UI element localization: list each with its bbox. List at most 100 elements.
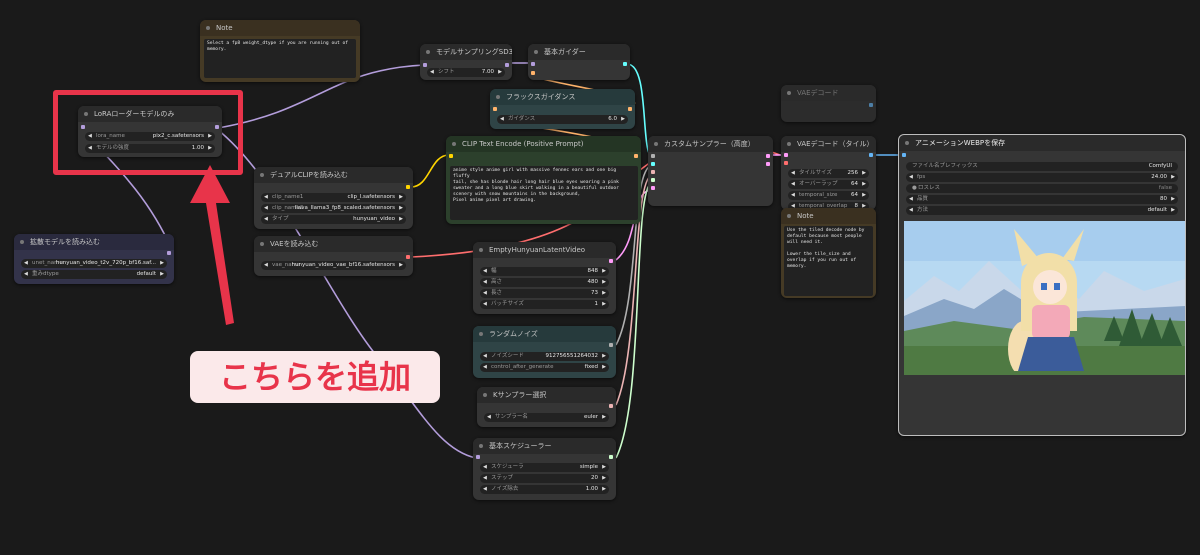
node-title: Kサンプラー選択 — [477, 387, 616, 403]
node-title: アニメーションWEBPを保存 — [899, 135, 1185, 151]
prompt-textarea[interactable]: anime style anime girl with massive fenn… — [450, 166, 638, 220]
annotation-highlight-box — [53, 90, 243, 175]
annotation-arrow-icon — [190, 165, 234, 325]
node-title: Note — [781, 208, 876, 224]
node-title: 基本スケジューラー — [473, 438, 616, 454]
model-output-port[interactable] — [167, 251, 171, 255]
conditioning-output-port[interactable] — [634, 154, 638, 158]
node-title: EmptyHunyuanLatentVideo — [473, 242, 616, 258]
sigmas-output-port[interactable] — [609, 455, 613, 459]
model-output-port[interactable] — [505, 63, 509, 67]
model-input-port[interactable] — [81, 125, 85, 129]
node-title: 基本ガイダー — [528, 44, 630, 60]
node-title: VAEデコード（タイル） — [781, 136, 876, 152]
annotation-label: こちらを追加 — [190, 351, 440, 403]
clip-output-port[interactable] — [406, 185, 410, 189]
sampler-output-port[interactable] — [609, 404, 613, 408]
samples-input-port[interactable] — [784, 153, 788, 157]
vae-decode-node[interactable]: VAEデコード — [781, 85, 876, 122]
latent-input-port[interactable] — [651, 186, 655, 190]
model-output-port[interactable] — [215, 125, 219, 129]
model-input-port[interactable] — [531, 62, 535, 66]
node-title: CLIP Text Encode (Positive Prompt) — [446, 136, 641, 152]
node-title: VAEデコード — [781, 85, 876, 101]
sampler-input-port[interactable] — [651, 170, 655, 174]
node-title: カスタムサンプラー（高度） — [648, 136, 773, 152]
wire-clip-dual-to-text — [410, 154, 450, 188]
conditioning-input-port[interactable] — [493, 107, 497, 111]
node-title: デュアルCLIPを読み込む — [254, 167, 413, 183]
clip-input-port[interactable] — [449, 154, 453, 158]
node-title: Note — [200, 20, 360, 36]
noise-input-port[interactable] — [651, 154, 655, 158]
latent-output-port[interactable] — [609, 259, 613, 263]
model-input-port[interactable] — [476, 455, 480, 459]
note-text[interactable]: Select a fp8 weight_dtype if you are run… — [204, 39, 356, 78]
custom-sampler-advanced-node[interactable]: カスタムサンプラー（高度） — [648, 136, 773, 206]
model-input-port[interactable] — [423, 63, 427, 67]
basic-guider-node[interactable]: 基本ガイダー — [528, 44, 630, 80]
node-title: VAEを読み込む — [254, 236, 413, 252]
vae-output-port[interactable] — [406, 255, 410, 259]
clip-text-encode-node[interactable]: CLIP Text Encode (Positive Prompt) anime… — [446, 136, 641, 224]
node-title: モデルサンプリングSD3 — [420, 44, 512, 60]
note-text[interactable]: Use the tiled decode node by default bec… — [784, 226, 873, 296]
denoised-output-port[interactable] — [766, 162, 770, 166]
node-title: フラックスガイダンス — [490, 89, 635, 105]
conditioning-output-port[interactable] — [628, 107, 632, 111]
image-output-port[interactable] — [869, 153, 873, 157]
noise-output-port[interactable] — [609, 343, 613, 347]
images-input-port[interactable] — [902, 153, 906, 157]
image-output-port[interactable] — [869, 103, 873, 107]
output-port[interactable] — [766, 154, 770, 158]
note-node-top[interactable]: Note Select a fp8 weight_dtype if you ar… — [200, 20, 360, 82]
sigmas-input-port[interactable] — [651, 178, 655, 182]
node-title: 拡散モデルを読み込む — [14, 234, 174, 250]
vae-input-port[interactable] — [784, 161, 788, 165]
guider-output-port[interactable] — [623, 62, 627, 66]
note-node-tiled[interactable]: Note Use the tiled decode node by defaul… — [781, 208, 876, 298]
guider-input-port[interactable] — [651, 162, 655, 166]
conditioning-input-port[interactable] — [531, 71, 535, 75]
